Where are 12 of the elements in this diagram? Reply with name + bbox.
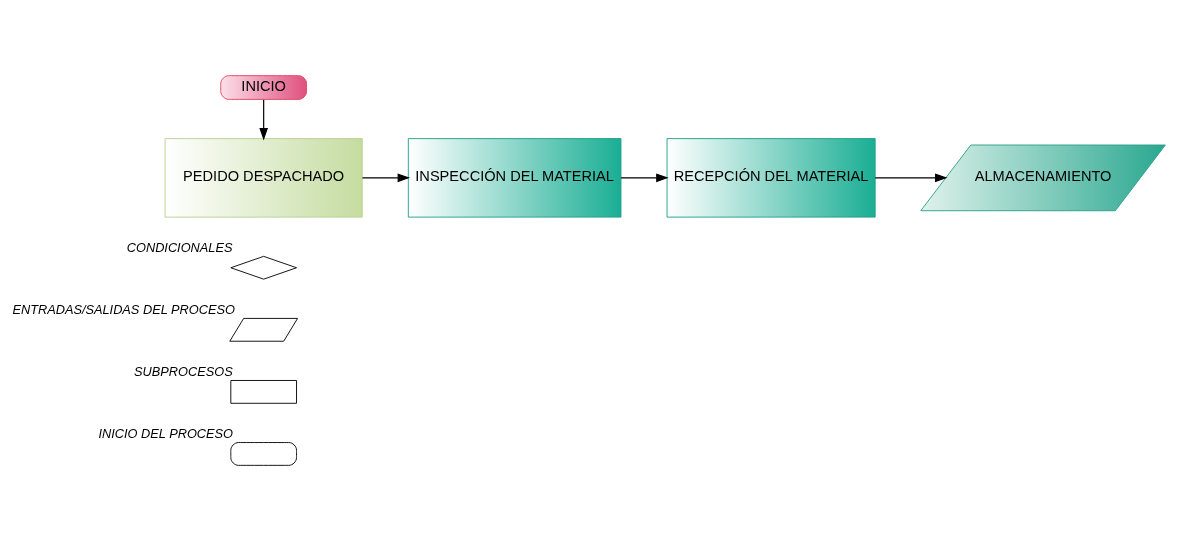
node-box: INSPECCIÓN DEL MATERIAL [407,138,622,218]
node-box: PEDIDO DESPACHADO [164,138,363,218]
legend-label: SUBPROCESOS [134,364,233,380]
arrow [620,173,669,183]
arrow [259,99,268,141]
arrow [361,173,411,183]
legend-label: INICIO DEL PROCESO [98,426,234,442]
node-box: RECEPCIÓN DEL MATERIAL [666,138,876,218]
legend-label: ENTRADAS/SALIDAS DEL PROCESO [12,302,235,318]
node-box: INICIO [220,75,307,100]
arrow [874,173,948,183]
legend-label: CONDICIONALES [126,239,233,255]
